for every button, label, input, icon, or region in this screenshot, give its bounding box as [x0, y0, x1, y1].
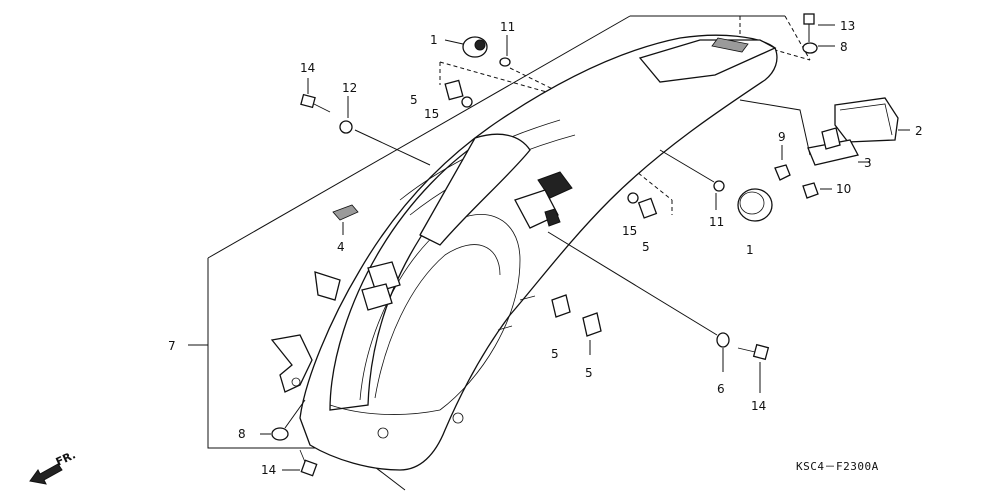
callout-11-top: 11 [500, 20, 515, 34]
callout-1-mid: 1 [746, 243, 754, 257]
drawing-code: KSC4－F2300A [796, 460, 879, 473]
callout-8-bottom: 8 [238, 427, 246, 441]
washer-6 [547, 231, 730, 372]
clip-5-top [444, 79, 464, 101]
callout-13: 13 [840, 19, 855, 33]
callout-14-bottom: 14 [261, 463, 276, 477]
nut-15-top [461, 96, 473, 108]
callout-2: 2 [915, 124, 923, 138]
washer-8-bottom [260, 399, 306, 441]
callout-5-low-left: 5 [551, 347, 559, 361]
assembly-outline [188, 15, 811, 491]
callout-15-top: 15 [424, 107, 439, 121]
callout-5-top: 5 [410, 93, 418, 107]
washer-8-top [802, 42, 835, 54]
callout-14-top: 14 [300, 61, 315, 75]
callout-10: 10 [836, 182, 851, 196]
callout-5-low-right: 5 [585, 366, 593, 380]
callout-14-right: 14 [751, 399, 766, 413]
callout-3: 3 [864, 156, 872, 170]
bolt-14-right [737, 343, 770, 393]
bolt-14-bottom [282, 449, 318, 477]
bolt-14-top [300, 78, 331, 113]
grommet-1-mid [737, 188, 773, 222]
nut-10 [802, 182, 832, 199]
callout-labels: 1 11 13 8 14 12 5 15 2 9 3 10 11 1 15 5 … [54, 19, 923, 477]
grommet-1-top [444, 36, 488, 58]
bolt-13 [803, 13, 835, 42]
callout-7: 7 [168, 339, 176, 353]
callout-4: 4 [337, 240, 345, 254]
clip-5-low-right [582, 312, 602, 355]
callout-15-mid: 15 [622, 224, 637, 238]
callout-11-mid: 11 [709, 215, 724, 229]
washer-11-mid [659, 149, 725, 210]
callout-6: 6 [717, 382, 725, 396]
callout-12: 12 [342, 81, 357, 95]
front-marker-label: FR. [54, 448, 78, 468]
nut-9 [774, 145, 791, 181]
bracket-3 [807, 127, 870, 166]
part-4-pad [332, 204, 359, 221]
front-direction-arrow-icon [29, 463, 63, 485]
reflector-2 [834, 97, 910, 143]
callout-1-top: 1 [430, 33, 438, 47]
rear-fender [270, 34, 778, 471]
clip-5-low-left [551, 294, 571, 318]
callout-9: 9 [778, 130, 786, 144]
callout-5-mid: 5 [642, 240, 650, 254]
callout-8-top: 8 [840, 40, 848, 54]
nut-15-mid [627, 192, 639, 204]
clip-5-mid [637, 197, 658, 219]
washer-11-top [499, 35, 511, 67]
washer-12 [339, 96, 431, 166]
